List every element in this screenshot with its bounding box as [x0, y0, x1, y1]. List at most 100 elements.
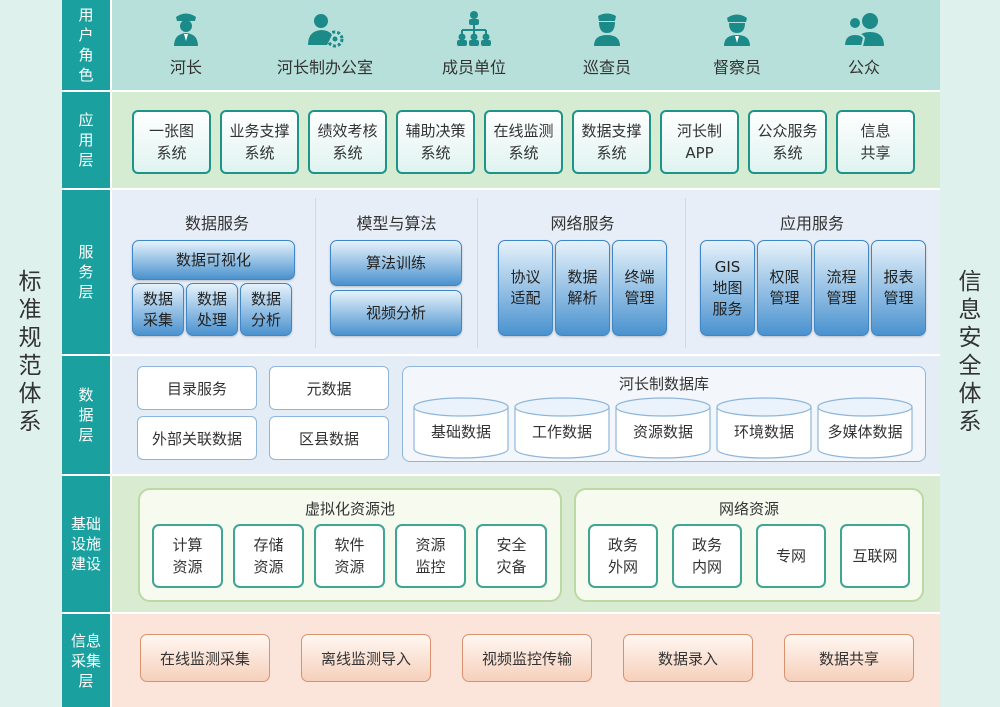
virtual-resource-button[interactable]: 计算资源 [152, 524, 223, 588]
virtual-resource-button[interactable]: 存储资源 [233, 524, 304, 588]
layer-separator [62, 474, 940, 476]
application-system-label: 辅助决策 [405, 122, 466, 140]
application-system-button[interactable]: 在线监测系统 [484, 110, 563, 174]
layer-separator [62, 90, 940, 92]
roles-band: 河长 河长制办公室 成员单位 巡查员 [112, 0, 940, 90]
application-service-label: 地图 [712, 278, 743, 297]
network-resource-label: 政务 [691, 536, 722, 554]
application-system-button[interactable]: 公众服务系统 [748, 110, 827, 174]
application-service-label: 报表 [883, 268, 914, 286]
left-side-column: 标准规范体系 [0, 0, 62, 707]
collection-method-button[interactable]: 数据共享 [784, 634, 914, 682]
application-service-label: 管理 [826, 289, 857, 307]
data-band: 目录服务 元数据 外部关联数据 区县数据 河长制数据库 基础数据工作数据资源数据… [112, 356, 940, 474]
standards-system-char: 系 [18, 409, 42, 435]
security-system-char: 信 [958, 269, 982, 295]
role-label: 公众 [847, 58, 880, 77]
role-inspector: 巡查员 [537, 8, 677, 78]
application-system-label: 业务支撑 [229, 122, 290, 140]
model-algorithm-title: 模型与算法 [356, 214, 437, 233]
database-cylinder[interactable]: 多媒体数据 [817, 397, 913, 459]
role-label: 成员单位 [441, 58, 506, 77]
layer-label-text: 信息 [70, 631, 101, 650]
application-service-button[interactable]: 流程管理 [814, 240, 869, 336]
data-service-sub-button[interactable]: 数据分析 [240, 283, 292, 336]
layer-label-text: 户 [78, 26, 94, 44]
database-cylinder-label: 多媒体数据 [827, 423, 903, 441]
network-service-button[interactable]: 终端管理 [612, 240, 667, 336]
virtual-resource-label: 软件 [334, 536, 365, 554]
layer-label-text: 数 [78, 386, 94, 404]
network-service-label: 解析 [567, 289, 598, 307]
network-resource-button[interactable]: 专网 [756, 524, 826, 588]
application-system-label: 一张图 [148, 122, 194, 140]
virtual-resource-button[interactable]: 资源监控 [395, 524, 466, 588]
collection-method-button[interactable]: 在线监测采集 [140, 634, 270, 682]
application-system-button[interactable]: 辅助决策系统 [396, 110, 475, 174]
collection-method-button[interactable]: 数据录入 [623, 634, 753, 682]
application-system-button[interactable]: 绩效考核系统 [308, 110, 387, 174]
database-cylinder[interactable]: 基础数据 [413, 397, 509, 459]
layer-label-text: 层 [78, 671, 94, 690]
application-system-button[interactable]: 信息共享 [836, 110, 915, 174]
video-analysis-button[interactable]: 视频分析 [330, 290, 462, 336]
layer-label-text: 层 [78, 283, 94, 301]
layer-label-text: 色 [78, 66, 94, 84]
layer-label-text: 基础 [70, 515, 101, 533]
data-service-sub-button[interactable]: 数据处理 [186, 283, 238, 336]
supervisor-icon [724, 14, 750, 46]
collection-method-button[interactable]: 离线监测导入 [301, 634, 431, 682]
application-service-button[interactable]: 报表管理 [871, 240, 926, 336]
application-service-button[interactable]: 权限管理 [757, 240, 812, 336]
application-system-button[interactable]: 业务支撑系统 [220, 110, 299, 174]
database-cylinder-label: 环境数据 [733, 423, 794, 441]
network-resource-button[interactable]: 政务外网 [588, 524, 658, 588]
network-resource-button[interactable]: 政务内网 [672, 524, 742, 588]
application-system-button[interactable]: 一张图系统 [132, 110, 211, 174]
service-divider [477, 198, 478, 348]
virtual-resource-label: 资源 [172, 558, 203, 576]
role-public: 公众 [794, 8, 934, 78]
river-database-panel: 河长制数据库 基础数据工作数据资源数据环境数据多媒体数据 [402, 366, 926, 462]
security-system-char: 全 [958, 353, 982, 379]
role-label: 巡查员 [582, 58, 631, 77]
county-data-box[interactable]: 区县数据 [269, 416, 389, 460]
external-data-box[interactable]: 外部关联数据 [137, 416, 257, 460]
algorithm-training-button[interactable]: 算法训练 [330, 240, 462, 286]
inspector-icon [594, 13, 620, 46]
network-resource-label: 互联网 [852, 547, 898, 565]
virtual-resource-label: 资源 [253, 558, 284, 576]
collection-band: 在线监测采集离线监测导入视频监控传输数据录入数据共享 [112, 614, 940, 707]
layer-label-text: 采集 [70, 651, 101, 670]
data-visualization-button[interactable]: 数据可视化 [132, 240, 295, 280]
security-system-char: 安 [958, 325, 982, 351]
data-service-sub-button[interactable]: 数据采集 [132, 283, 184, 336]
data-service-title: 数据服务 [184, 214, 249, 233]
layer-label-text: 角 [78, 46, 94, 64]
network-service-button[interactable]: 数据解析 [555, 240, 610, 336]
network-resource-label: 专网 [775, 547, 806, 565]
role-member-unit: 成员单位 [404, 8, 544, 78]
database-cylinder[interactable]: 工作数据 [514, 397, 610, 459]
network-resource-button[interactable]: 互联网 [840, 524, 910, 588]
collection-method-button[interactable]: 视频监控传输 [462, 634, 592, 682]
database-cylinder[interactable]: 环境数据 [716, 397, 812, 459]
role-label: 督察员 [712, 58, 761, 77]
virtual-resource-button[interactable]: 软件资源 [314, 524, 385, 588]
app-service-title: 应用服务 [779, 214, 844, 233]
layer-label-text: 层 [78, 426, 94, 444]
standards-system-char: 范 [18, 353, 42, 379]
catalog-service-box[interactable]: 目录服务 [137, 366, 257, 410]
standards-system-char: 体 [18, 381, 42, 407]
data-service-sub-label: 数据 [196, 289, 227, 308]
data-service-sub-label: 处理 [196, 310, 227, 329]
metadata-box[interactable]: 元数据 [269, 366, 389, 410]
database-cylinder[interactable]: 资源数据 [615, 397, 711, 459]
service-band: 数据服务 数据可视化 数据采集数据处理数据分析 模型与算法 算法训练 视频分析 … [112, 190, 940, 354]
virtual-resource-button[interactable]: 安全灾备 [476, 524, 547, 588]
application-system-label: APP [685, 144, 714, 162]
network-service-button[interactable]: 协议适配 [498, 240, 553, 336]
application-system-button[interactable]: 数据支撑系统 [572, 110, 651, 174]
